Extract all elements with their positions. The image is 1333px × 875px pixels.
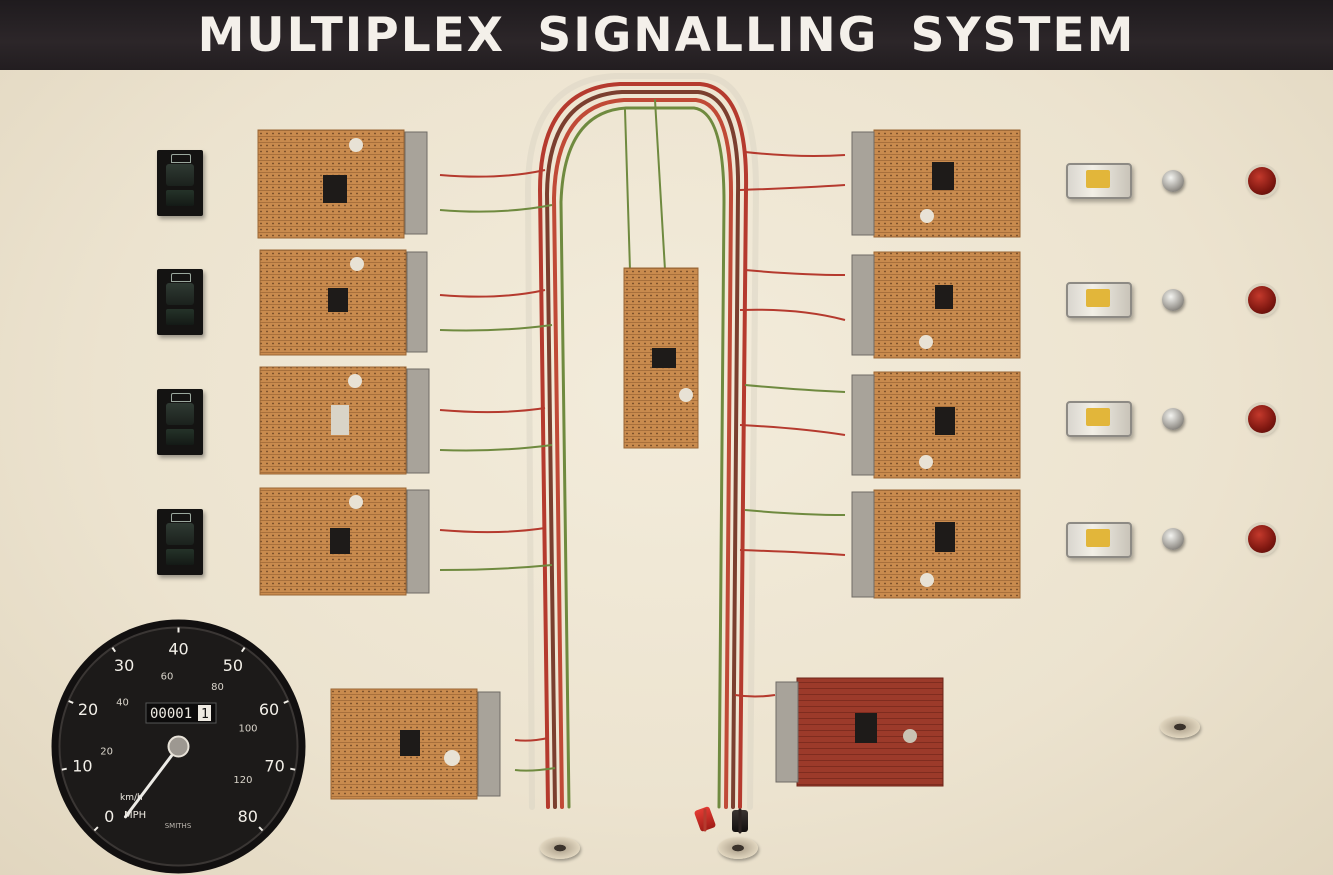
pcb-left-3 xyxy=(259,366,430,475)
kmh-tick-labels: 20 40 60 80 100 120 xyxy=(100,671,257,785)
rocker-switch-2[interactable] xyxy=(157,269,203,335)
kmh-tick-label: 120 xyxy=(233,775,252,786)
rocker-switch-3[interactable] xyxy=(157,389,203,455)
mounting-grommet-bottom-left xyxy=(540,837,580,859)
kmh-tick-label: 60 xyxy=(161,671,174,682)
mph-tick-mark xyxy=(61,767,67,771)
mph-tick-label: 40 xyxy=(168,640,188,659)
toggle-switch-3[interactable] xyxy=(1162,408,1184,430)
mph-tick-mark xyxy=(240,647,246,653)
mph-tick-mark xyxy=(68,700,74,704)
mph-tick-label: 0 xyxy=(104,807,114,826)
pcb-right-5-red xyxy=(775,677,944,787)
rocker-switch-4[interactable] xyxy=(157,509,203,575)
mph-tick-label: 30 xyxy=(114,656,134,675)
indicator-lamp-2 xyxy=(1248,286,1276,314)
speedometer-needle xyxy=(124,745,180,819)
toggle-switch-2[interactable] xyxy=(1162,289,1184,311)
mph-tick-label: 60 xyxy=(259,700,279,719)
kmh-tick-label: 20 xyxy=(100,746,113,757)
pcb-left-1 xyxy=(257,129,428,239)
header-banner: MULTIPLEX SIGNALLING SYSTEM xyxy=(0,0,1333,70)
pcb-center xyxy=(623,267,699,449)
toggle-switch-1[interactable] xyxy=(1162,170,1184,192)
odometer-fraction: 1 xyxy=(201,707,209,722)
mounting-grommet-bottom-right xyxy=(718,837,758,859)
mph-tick-mark xyxy=(283,700,289,704)
mph-unit-label: MPH xyxy=(124,810,146,821)
pcb-right-4 xyxy=(851,489,1021,599)
rocker-switch-1[interactable] xyxy=(157,150,203,216)
black-plug xyxy=(732,810,748,832)
mph-tick-label: 10 xyxy=(72,757,92,776)
relay-1 xyxy=(1066,163,1132,199)
pcb-right-1 xyxy=(851,129,1021,238)
mph-tick-mark xyxy=(111,647,117,653)
mph-tick-label: 80 xyxy=(238,807,258,826)
kmh-tick-label: 80 xyxy=(211,682,224,693)
kmh-tick-label: 100 xyxy=(238,724,257,735)
pcb-left-2 xyxy=(259,249,428,356)
mph-tick-mark xyxy=(93,826,99,832)
indicator-lamp-3 xyxy=(1248,405,1276,433)
kmh-tick-label: 40 xyxy=(116,697,129,708)
red-plug xyxy=(693,805,717,833)
pcb-right-2 xyxy=(851,251,1021,359)
display-board: 0 10 20 30 40 50 60 70 80 20 40 60 80 100 120 00001 1… xyxy=(0,70,1333,875)
pcb-left-5 xyxy=(330,688,501,800)
brand-label: SMITHS xyxy=(165,822,192,830)
toggle-switch-4[interactable] xyxy=(1162,528,1184,550)
speedometer: 0 10 20 30 40 50 60 70 80 20 40 60 80 100 120 00001 1… xyxy=(51,619,306,874)
mounting-grommet-right xyxy=(1160,716,1200,738)
relay-4 xyxy=(1066,522,1132,558)
indicator-lamp-1 xyxy=(1248,167,1276,195)
kmh-unit-label: km/h xyxy=(120,793,143,803)
relay-3 xyxy=(1066,401,1132,437)
mph-tick-mark xyxy=(258,826,264,832)
odometer-reading: 00001 xyxy=(150,706,192,722)
relay-2 xyxy=(1066,282,1132,318)
pcb-right-3 xyxy=(851,371,1021,479)
mph-tick-label: 20 xyxy=(78,700,98,719)
mph-tick-label: 70 xyxy=(264,757,284,776)
mph-tick-mark xyxy=(290,767,296,771)
indicator-lamp-4 xyxy=(1248,525,1276,553)
page-title: MULTIPLEX SIGNALLING SYSTEM xyxy=(197,7,1136,63)
mph-tick-label: 50 xyxy=(223,656,243,675)
pcb-left-4 xyxy=(259,487,430,596)
needle-hub xyxy=(167,735,190,758)
mph-tick-labels: 0 10 20 30 40 50 60 70 80 xyxy=(61,627,296,832)
